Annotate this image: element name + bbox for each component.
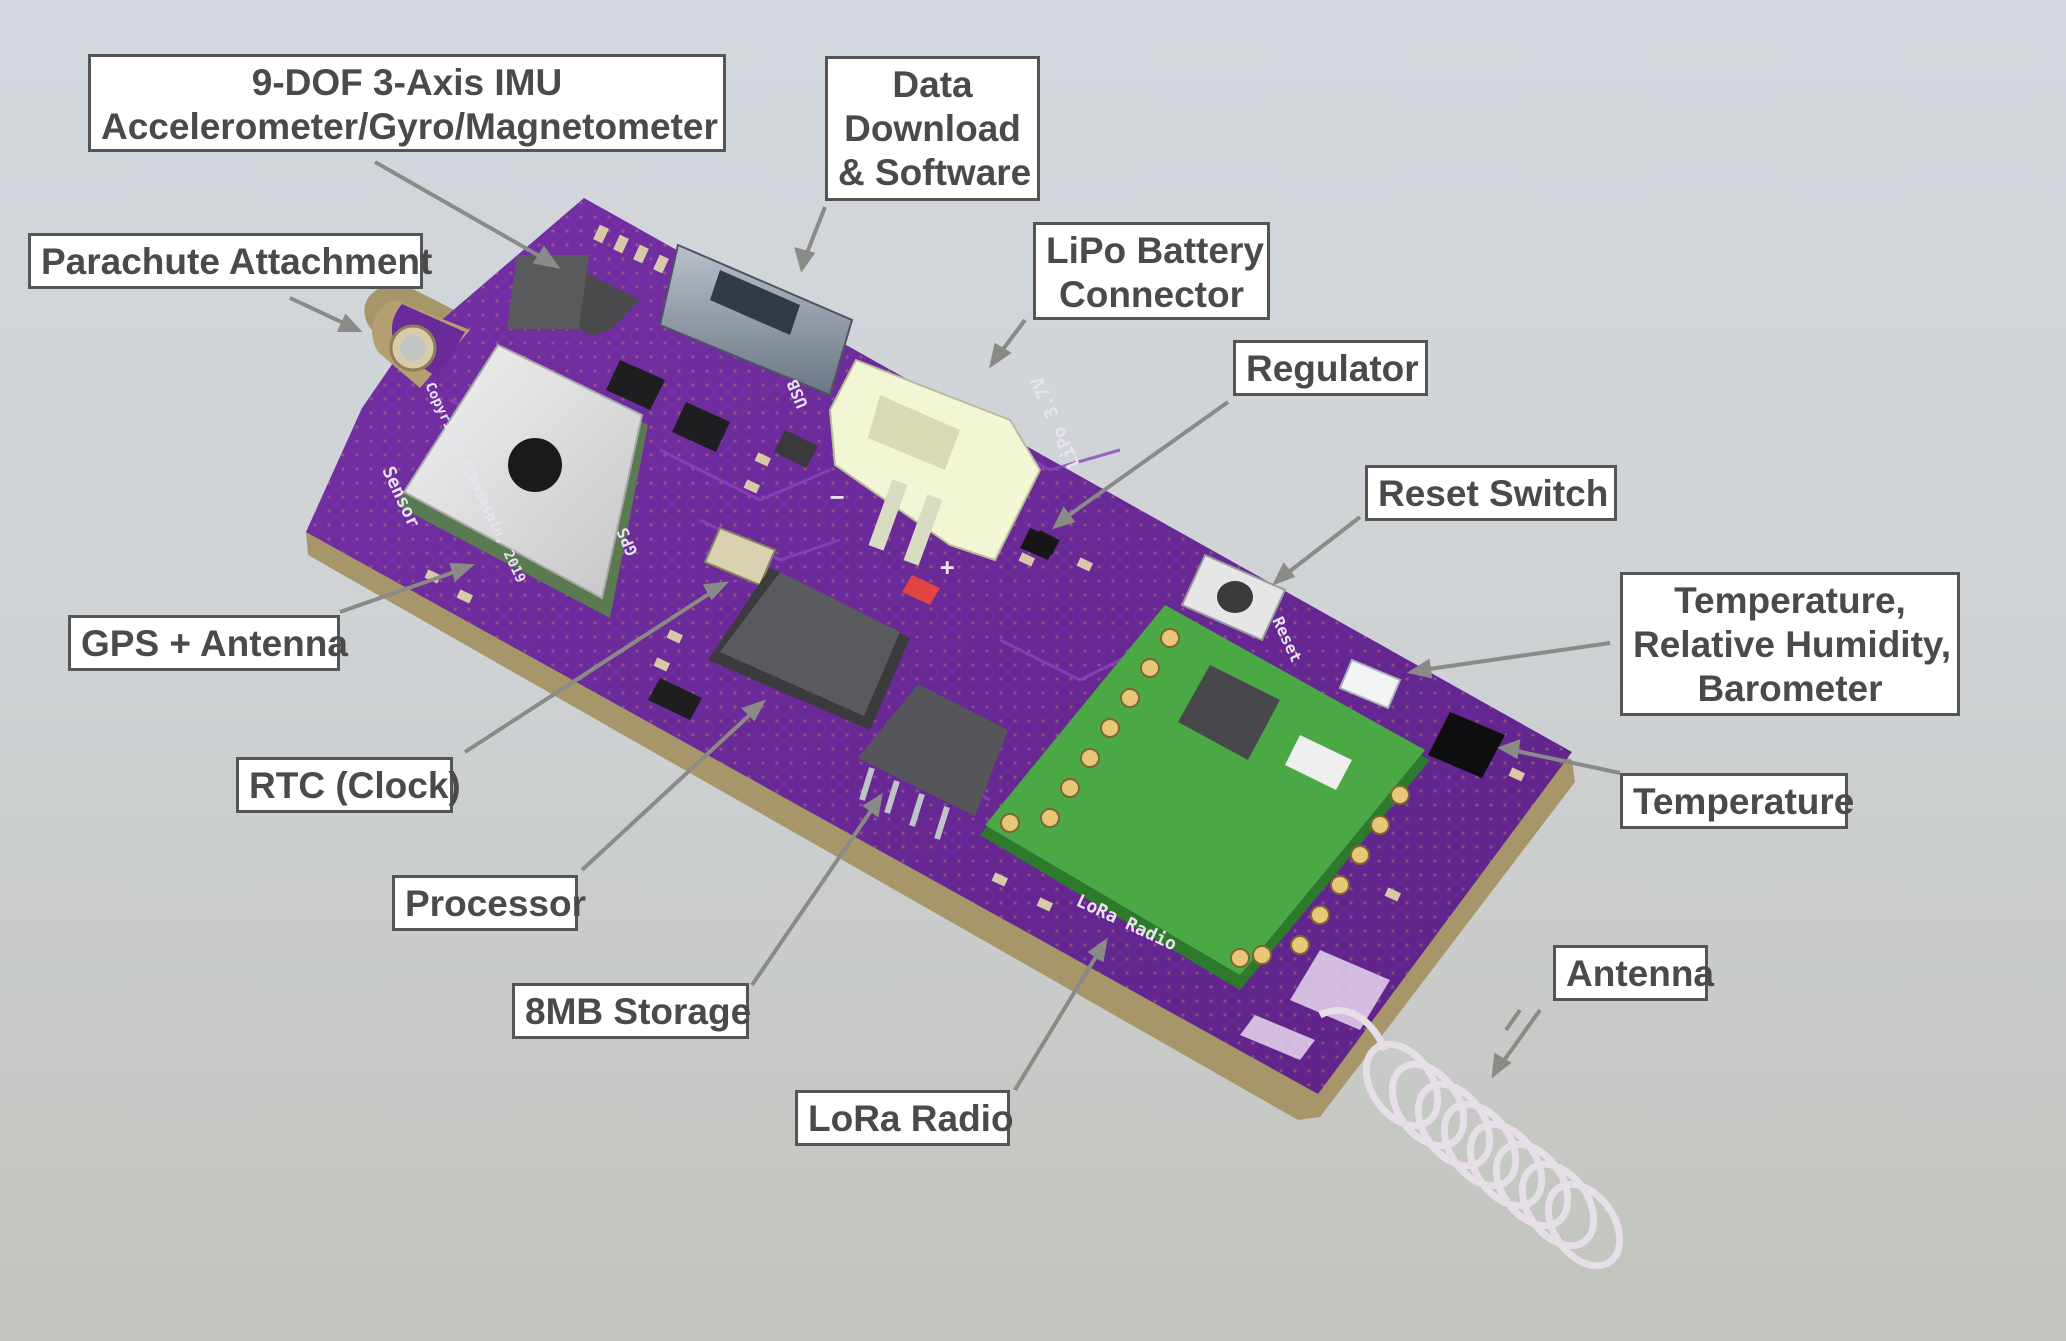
callout-thp-line3: Barometer — [1697, 668, 1883, 709]
callout-rtc-text: RTC (Clock) — [249, 765, 461, 806]
gps-antenna-dot — [508, 438, 562, 492]
reset-switch — [1180, 553, 1287, 642]
callout-thp-line1: Temperature, — [1674, 580, 1906, 621]
callout-data-line2: Download — [844, 108, 1021, 149]
lora-module — [980, 605, 1430, 990]
callout-data-line1: Data — [892, 64, 973, 105]
callout-parachute: Parachute Attachment — [28, 233, 433, 289]
callout-reset-text: Reset Switch — [1378, 473, 1609, 514]
callout-reset: Reset Switch — [1365, 465, 1617, 521]
callout-imu-line2: Accelerometer/Gyro/Magnetometer — [101, 106, 718, 147]
callout-antenna-text: Antenna — [1566, 953, 1714, 994]
callout-lora: LoRa Radio — [795, 1090, 1014, 1146]
callout-data-download: Data Download & Software — [825, 56, 1040, 201]
callout-processor-text: Processor — [405, 883, 586, 924]
spring-antenna — [1318, 1006, 1624, 1270]
silk-plus: + — [940, 553, 954, 581]
callout-processor: Processor — [392, 875, 586, 931]
callout-imu-line1: 9-DOF 3-Axis IMU — [251, 62, 563, 103]
flash-storage-chip — [858, 684, 1008, 840]
callout-temperature: Temperature — [1620, 773, 1855, 829]
callout-antenna: Antenna — [1553, 945, 1714, 1001]
regulator-chip — [1020, 528, 1058, 560]
callout-data-line3: & Software — [838, 152, 1032, 193]
callout-regulator-text: Regulator — [1246, 348, 1419, 389]
callout-storage: 8MB Storage — [512, 983, 752, 1039]
antenna-pad — [1290, 950, 1390, 1030]
imu-chip — [506, 255, 640, 336]
processor-chip — [708, 568, 910, 730]
callout-gps-text: GPS + Antenna — [81, 623, 348, 664]
callout-battery: LiPo Battery Connector — [1033, 222, 1270, 320]
leader-lines — [289, 160, 1621, 1092]
callout-temperature-text: Temperature — [1633, 781, 1855, 822]
status-led — [902, 575, 940, 605]
passive-components — [424, 224, 1526, 912]
callout-rtc: RTC (Clock) — [236, 757, 461, 813]
temperature-sensor — [1428, 712, 1505, 778]
silk-minus: − — [830, 483, 844, 511]
callout-thp: Temperature, Relative Humidity, Baromete… — [1620, 572, 1960, 716]
callout-lora-text: LoRa Radio — [808, 1098, 1014, 1139]
callout-parachute-text: Parachute Attachment — [41, 241, 433, 282]
lipo-battery-connector — [828, 358, 1042, 566]
callout-regulator: Regulator — [1233, 340, 1428, 396]
usb-connector — [658, 243, 854, 397]
callout-storage-text: 8MB Storage — [525, 991, 752, 1032]
callout-gps: GPS + Antenna — [68, 615, 348, 671]
callout-battery-line2: Connector — [1059, 274, 1244, 315]
thp-sensor — [1338, 658, 1402, 710]
gps-module — [396, 343, 648, 618]
callout-imu: 9-DOF 3-Axis IMU Accelerometer/Gyro/Magn… — [88, 54, 726, 152]
callout-battery-line1: LiPo Battery — [1046, 230, 1264, 271]
callout-thp-line2: Relative Humidity, — [1633, 624, 1952, 665]
